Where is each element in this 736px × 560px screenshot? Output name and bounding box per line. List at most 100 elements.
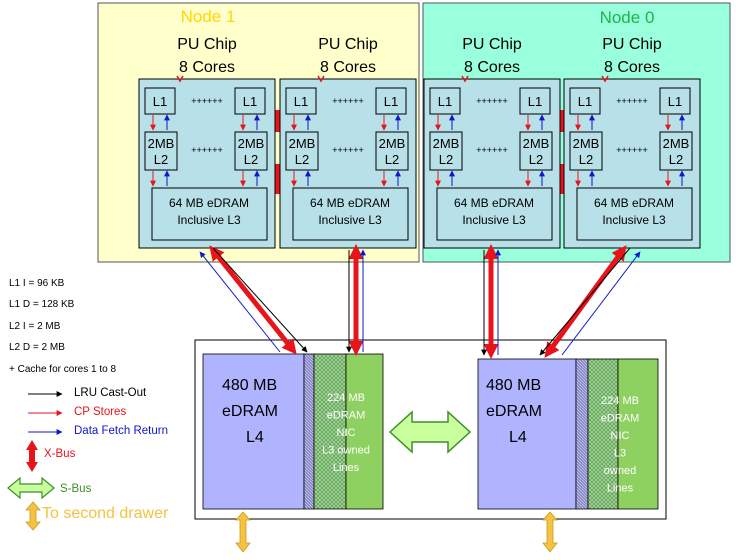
l3-size: 64 MB eDRAM (169, 196, 249, 210)
legend-drawer-arrow (25, 501, 41, 531)
legend-drawer-label: To second drawer (42, 505, 169, 522)
cache-info-l1d: L1 D = 128 KB (9, 299, 75, 310)
l2-label: L2 (579, 152, 593, 167)
l2-size: 2MB (148, 136, 175, 151)
cores-ellipsis: ++++++ (332, 96, 364, 106)
l2-cache (144, 131, 178, 171)
legend-xbus-label: X-Bus (44, 448, 76, 460)
sbus-arrow (388, 410, 472, 454)
l3-cache (151, 187, 268, 241)
nic-label: L3 (614, 448, 626, 460)
nic-label: 224 MB (601, 395, 639, 407)
chip-link (275, 110, 281, 132)
l1-cache (659, 87, 691, 115)
l4-left-line1: 480 MB (222, 377, 277, 394)
chip-cores: 8 Cores (179, 59, 235, 76)
nic-right-solid (617, 358, 659, 510)
l2-size: 2MB (433, 136, 460, 151)
nic-right-hatch (587, 358, 619, 510)
l4-left-line2: eDRAM (222, 403, 278, 420)
nic-left-solid (345, 353, 384, 510)
l4-right-line2: eDRAM (486, 403, 542, 420)
nic-label: owned (604, 465, 636, 477)
cores-ellipsis: ++++++ (616, 96, 648, 106)
l1-cache (285, 87, 317, 115)
l4-right-line3: L4 (509, 429, 527, 446)
node0-label: Node 0 (600, 8, 655, 27)
l2-size: 2MB (663, 136, 690, 151)
nic-label: eDRAM (601, 413, 640, 425)
chip-cores: 8 Cores (464, 59, 520, 76)
l1-label: L1 (668, 94, 682, 109)
nic-label: NIC (611, 430, 630, 442)
chip-link (559, 110, 565, 132)
l3-cache (292, 187, 409, 241)
l2-label: L2 (669, 152, 683, 167)
l1-label: L1 (294, 94, 308, 109)
l4-left-line3: L4 (246, 429, 264, 446)
l2-size: 2MB (289, 136, 316, 151)
l1-label: L1 (243, 94, 257, 109)
l1-label: L1 (153, 94, 167, 109)
nic-label: Lines (333, 462, 360, 474)
l3-label: Inclusive L3 (602, 213, 666, 227)
l3-size: 64 MB eDRAM (454, 196, 534, 210)
l3-cache (436, 187, 553, 241)
l2-cache (659, 131, 693, 171)
l2-label: L2 (154, 152, 168, 167)
legend-sbus-label: S-Bus (60, 483, 92, 495)
l4-right-line1: 480 MB (486, 377, 541, 394)
legend-lru-label: LRU Cast-Out (74, 387, 147, 399)
l2-size: 2MB (523, 136, 550, 151)
fetch-line (561, 251, 641, 356)
l2-label: L2 (529, 152, 543, 167)
cache-info-l2i: L2 I = 2 MB (9, 321, 61, 332)
chip-title: PU Chip (318, 36, 378, 53)
cores-ellipsis: ++++++ (616, 145, 648, 155)
l1-label: L1 (528, 94, 542, 109)
l1-cache (429, 87, 461, 115)
l1-cache (569, 87, 601, 115)
l2-label: L2 (295, 152, 309, 167)
l3-cache (576, 187, 693, 241)
cores-ellipsis: ++++++ (476, 145, 508, 155)
l1-cache (519, 87, 551, 115)
l4-right (477, 358, 577, 510)
cache-info-l2d: L2 D = 2 MB (9, 342, 65, 353)
l3-label: Inclusive L3 (462, 213, 526, 227)
l2-cache (429, 131, 463, 171)
cores-ellipsis: ++++++ (191, 96, 223, 106)
l4-right-dir (575, 358, 589, 510)
legend-fetch-label: Data Fetch Return (74, 425, 168, 437)
xbus-arrow (209, 245, 297, 355)
cache-info-note: + Cache for cores 1 to 8 (9, 364, 117, 375)
lru-line (212, 247, 308, 353)
l2-cache (234, 131, 268, 171)
chip-title: PU Chip (177, 36, 237, 53)
l3-label: Inclusive L3 (177, 213, 241, 227)
chip-link (559, 164, 565, 194)
l2-cache (519, 131, 553, 171)
cores-ellipsis: ++++++ (191, 145, 223, 155)
fetch-line (199, 251, 281, 353)
l1-cache (375, 87, 407, 115)
cores-ellipsis: ++++++ (332, 145, 364, 155)
chip-title: PU Chip (462, 36, 522, 53)
l4-left-dir (303, 353, 315, 510)
l3-size: 64 MB eDRAM (594, 196, 674, 210)
l2-label: L2 (385, 152, 399, 167)
nic-label: NIC (337, 427, 356, 439)
l1-label: L1 (438, 94, 452, 109)
nic-label: eDRAM (327, 410, 366, 422)
l2-cache (569, 131, 603, 171)
chip-cores: 8 Cores (604, 59, 660, 76)
nic-label: Lines (607, 483, 634, 495)
legend-cp-label: CP Stores (74, 406, 127, 418)
l2-size: 2MB (573, 136, 600, 151)
nic-label: L3 owned (322, 445, 370, 457)
cores-ellipsis: ++++++ (476, 96, 508, 106)
